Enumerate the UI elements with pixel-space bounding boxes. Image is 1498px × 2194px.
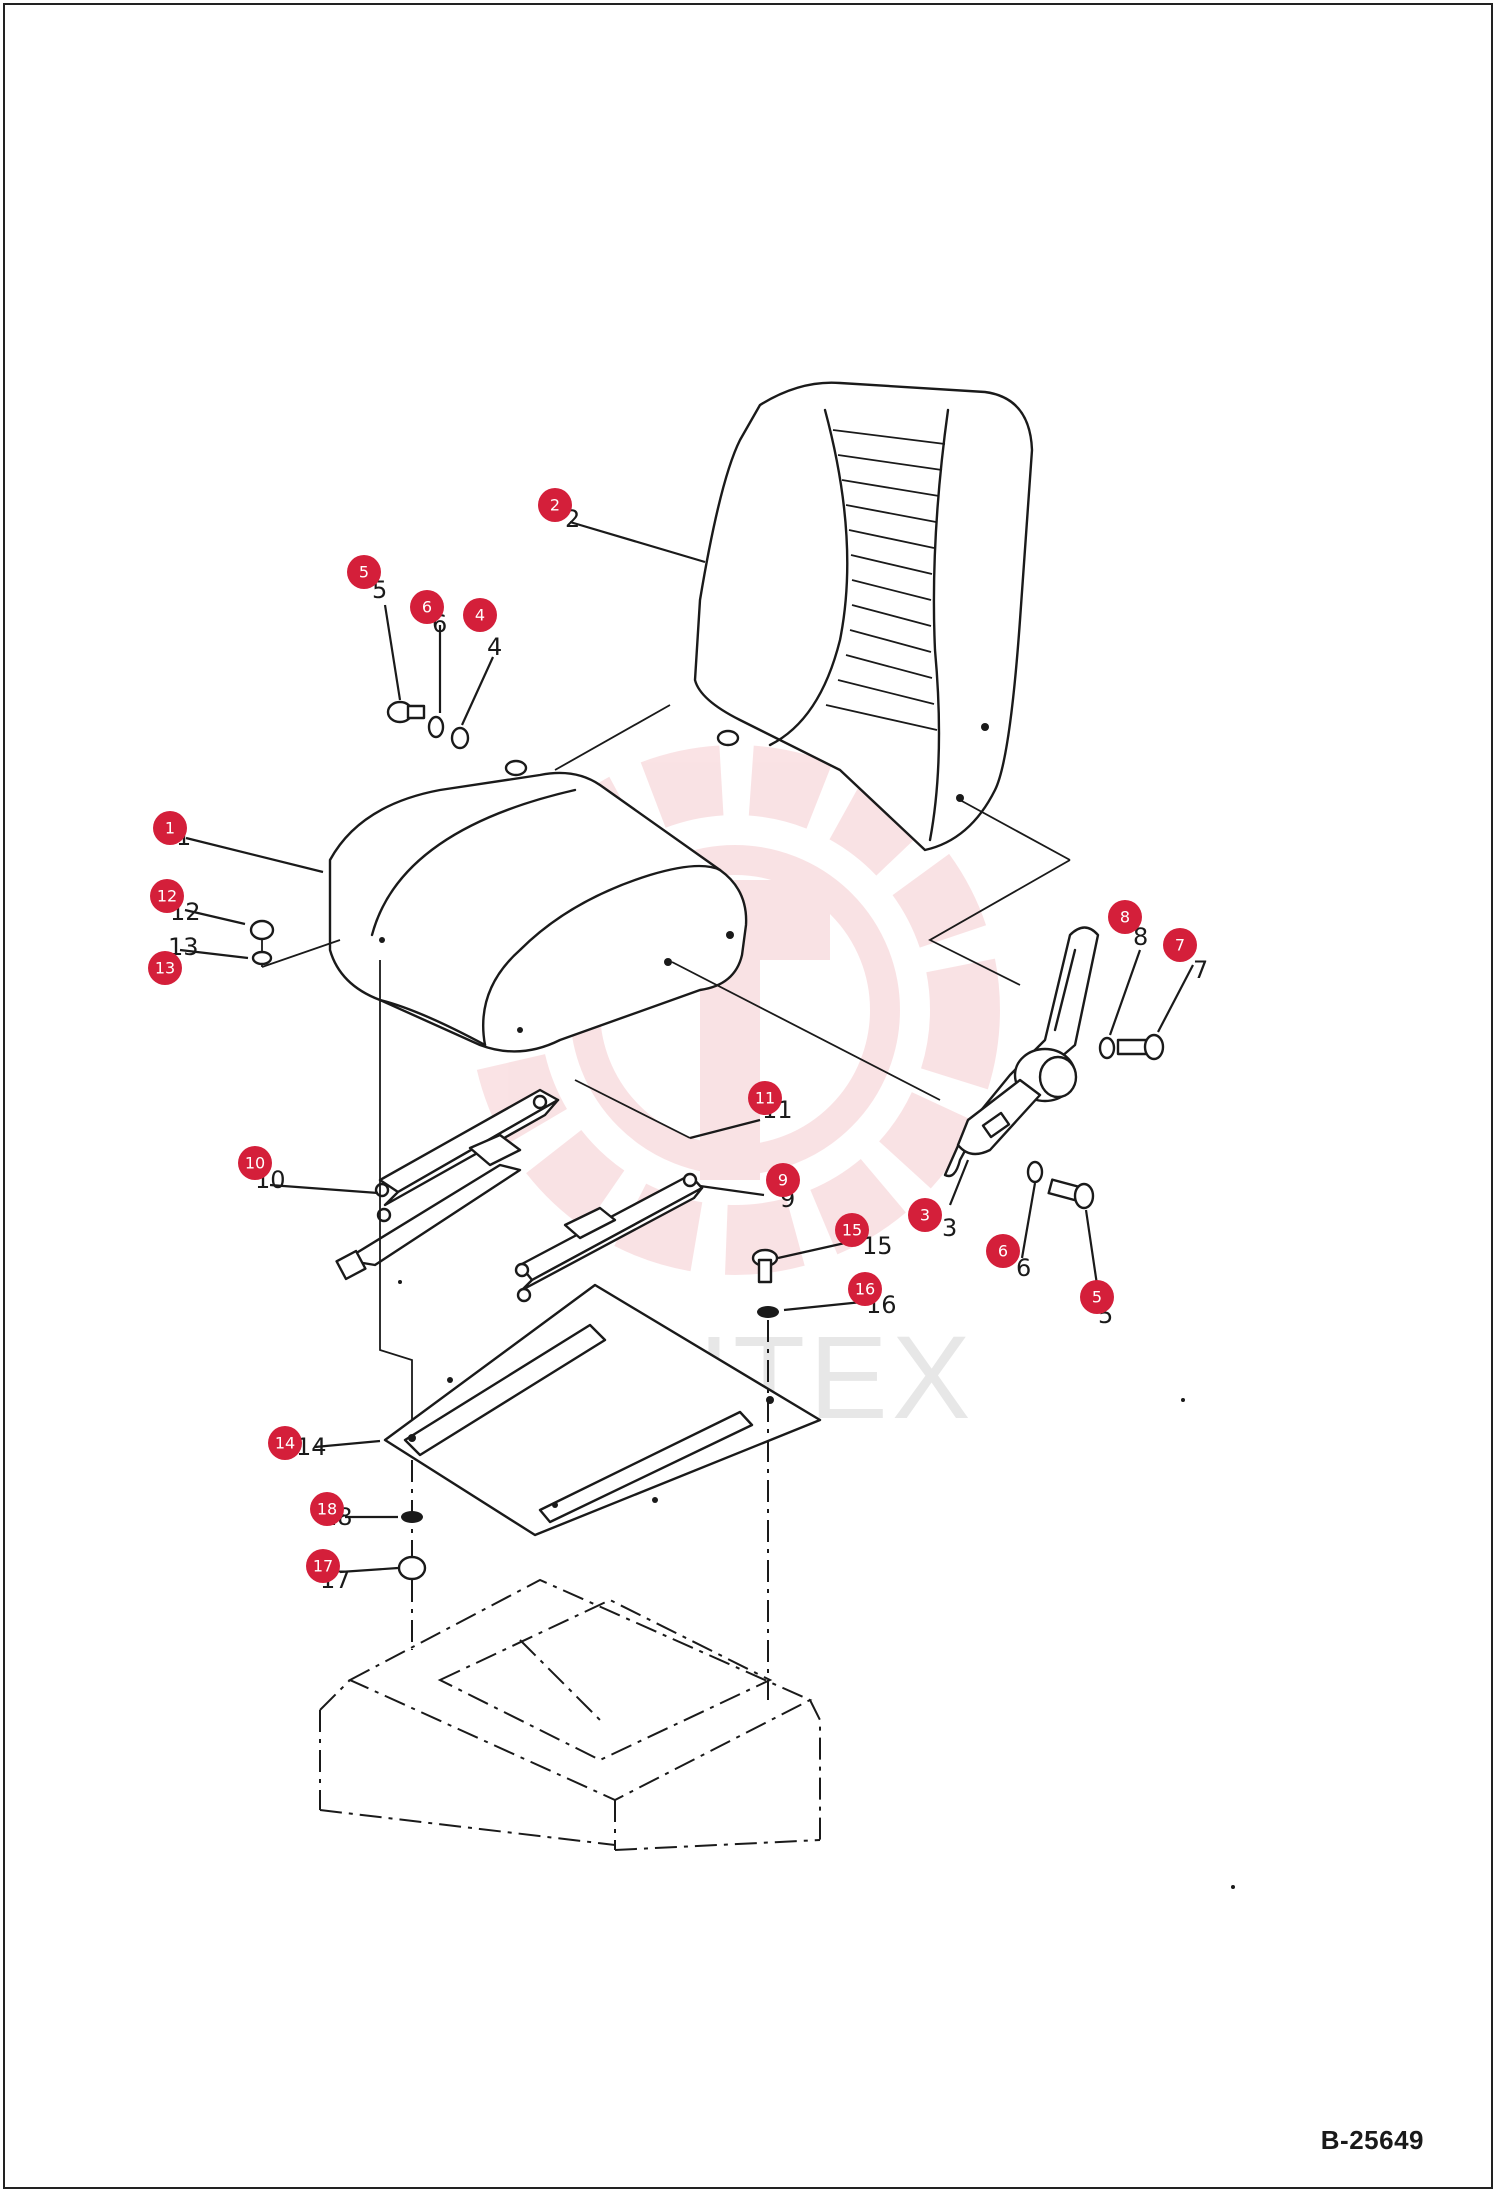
callout-17[interactable]: 17 — [306, 1549, 340, 1583]
svg-text:15: 15 — [842, 1221, 862, 1240]
base-plate — [383, 1283, 822, 1537]
original-numerals: 2 1 12 13 5 6 4 8 7 10 11 9 15 16 3 6 5 … — [168, 505, 1208, 1594]
callout-14[interactable]: 14 — [268, 1426, 302, 1460]
callout-5a[interactable]: 5 — [347, 555, 381, 589]
back-link-line — [928, 859, 1071, 986]
svg-text:4: 4 — [475, 606, 485, 625]
slide-rail-right — [514, 1172, 704, 1303]
fastener-7-bolt — [1116, 1033, 1165, 1061]
callout-6b[interactable]: 6 — [986, 1234, 1020, 1268]
callout-3[interactable]: 3 — [908, 1198, 942, 1232]
callout-8[interactable]: 8 — [1108, 900, 1142, 934]
recliner-bracket — [943, 926, 1100, 1178]
callout-6a[interactable]: 6 — [410, 590, 444, 624]
svg-text:12: 12 — [157, 887, 177, 906]
callout-9[interactable]: 9 — [766, 1163, 800, 1197]
slide-rail-left — [335, 1088, 560, 1281]
svg-text:3: 3 — [920, 1206, 930, 1225]
leaders — [179, 520, 1194, 1574]
svg-text:4: 4 — [487, 633, 502, 661]
fastener-17-nut — [397, 1555, 427, 1581]
svg-text:18: 18 — [317, 1500, 337, 1519]
svg-text:5: 5 — [359, 563, 369, 582]
svg-text:8: 8 — [1120, 908, 1130, 927]
seat-back — [693, 381, 1034, 852]
callout-13[interactable]: 13 — [148, 951, 182, 985]
svg-text:7: 7 — [1193, 956, 1208, 984]
stray-dot — [1231, 1885, 1235, 1889]
callout-12[interactable]: 12 — [150, 879, 184, 913]
svg-text:6: 6 — [422, 598, 432, 617]
callout-16[interactable]: 16 — [848, 1272, 882, 1306]
fastener-15-bolt — [751, 1248, 779, 1284]
back-link-line-2 — [959, 799, 1071, 861]
callout-1[interactable]: 1 — [153, 811, 187, 845]
fastener-13-washer — [251, 950, 273, 966]
svg-text:17: 17 — [313, 1557, 333, 1576]
stray-dot — [398, 1280, 402, 1284]
seat-back-ribs — [825, 429, 946, 731]
fastener-8-washer — [1098, 1036, 1116, 1060]
svg-text:9: 9 — [778, 1171, 788, 1190]
fastener-5b-bolt — [1047, 1178, 1095, 1210]
slide-axis-line — [574, 1079, 691, 1139]
fastener-16-washer — [757, 1306, 779, 1318]
callout-7[interactable]: 7 — [1163, 928, 1197, 962]
svg-text:16: 16 — [855, 1280, 875, 1299]
cushion-axis-line — [671, 961, 941, 1101]
svg-text:6: 6 — [998, 1242, 1008, 1261]
svg-text:6: 6 — [1016, 1254, 1031, 1282]
seat-stand — [319, 1578, 821, 1851]
svg-text:10: 10 — [245, 1154, 265, 1173]
back-cushion-line — [554, 704, 671, 771]
stray-dot — [1181, 1398, 1185, 1402]
drawing-frame — [3, 3, 1493, 2189]
callout-18[interactable]: 18 — [310, 1492, 344, 1526]
svg-text:1: 1 — [165, 819, 175, 838]
svg-text:5: 5 — [1092, 1288, 1102, 1307]
callout-10[interactable]: 10 — [238, 1146, 272, 1180]
callout-2[interactable]: 2 — [538, 488, 572, 522]
fastener-6-washer — [427, 715, 445, 739]
svg-text:3: 3 — [942, 1214, 957, 1242]
svg-text:2: 2 — [550, 496, 560, 515]
fastener-5-bolt — [386, 700, 426, 724]
svg-text:14: 14 — [275, 1434, 295, 1453]
fastener-4-nut — [450, 726, 470, 750]
fastener-6b-washer — [1026, 1160, 1044, 1184]
fastener-18-washer — [401, 1511, 423, 1523]
callout-5b[interactable]: 5 — [1080, 1280, 1114, 1314]
callout-15[interactable]: 15 — [835, 1213, 869, 1247]
left-ref-line — [379, 960, 413, 1445]
document-code: B-25649 — [1320, 2125, 1424, 2155]
svg-text:13: 13 — [155, 959, 175, 978]
callout-11[interactable]: 11 — [748, 1081, 782, 1115]
svg-text:11: 11 — [755, 1089, 775, 1108]
fastener-12-nut — [249, 919, 275, 941]
callout-4[interactable]: 4 — [463, 598, 497, 632]
seat-cushion — [328, 759, 748, 1053]
svg-text:8: 8 — [1133, 923, 1148, 951]
svg-text:7: 7 — [1175, 936, 1185, 955]
nut-leader-base — [261, 939, 341, 968]
